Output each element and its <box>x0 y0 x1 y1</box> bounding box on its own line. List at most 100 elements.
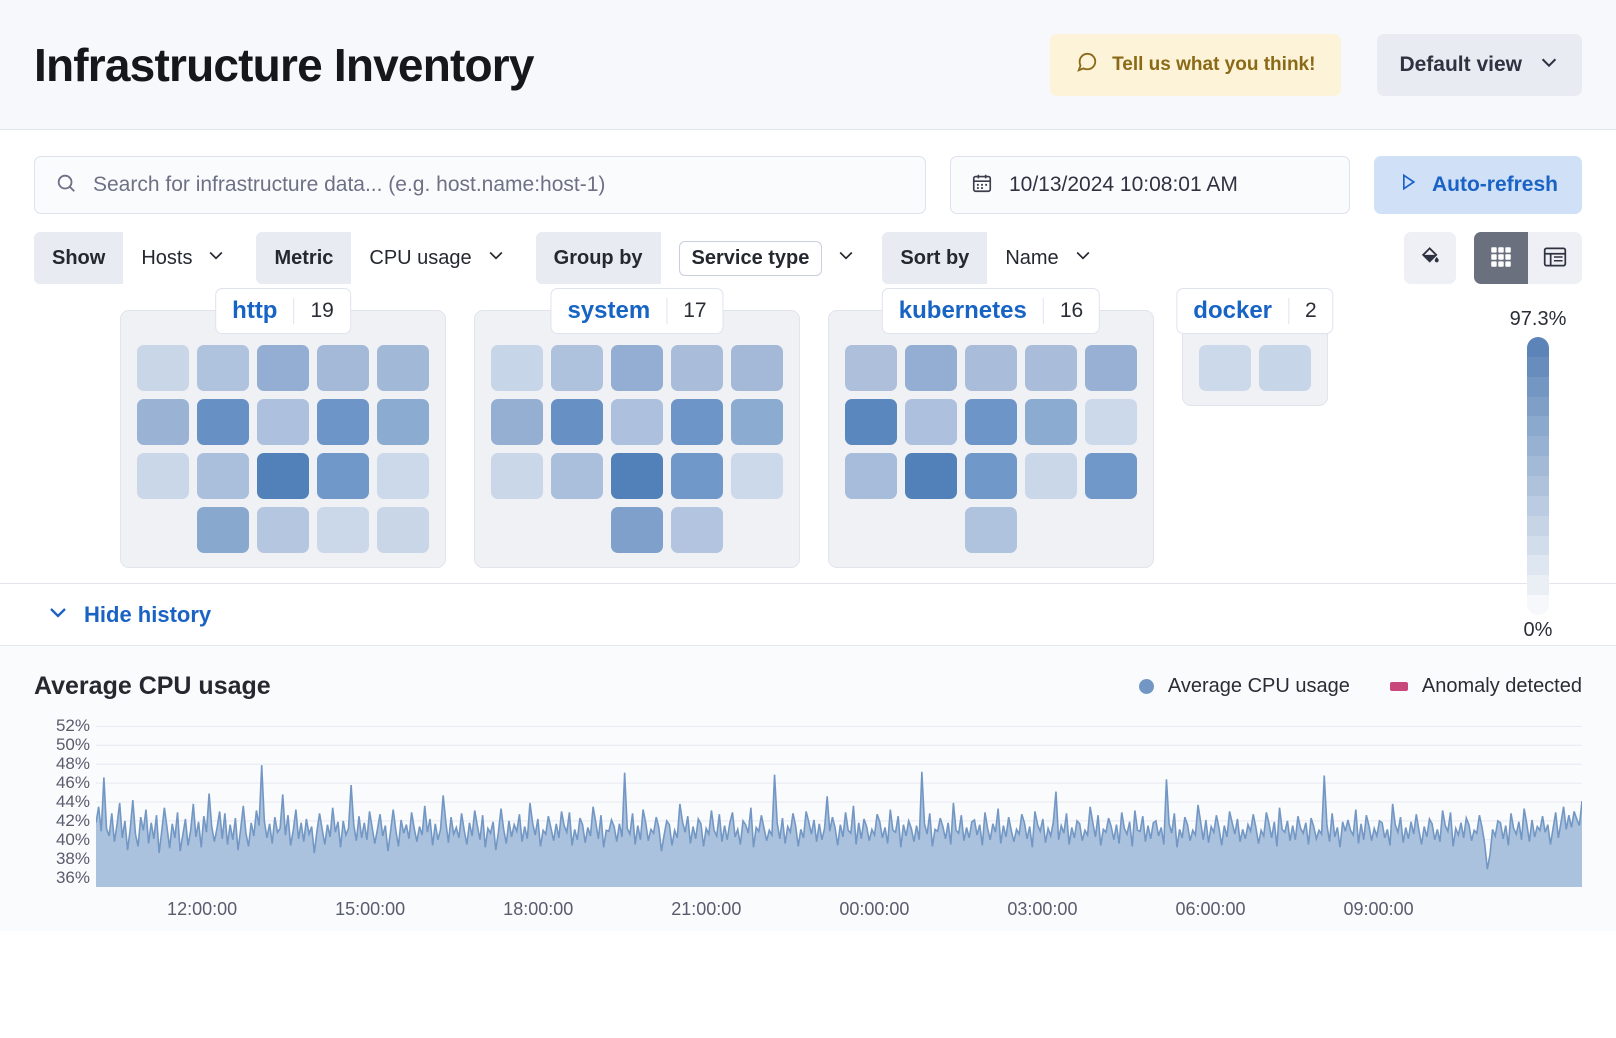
host-tile[interactable] <box>905 345 957 391</box>
auto-refresh-label: Auto-refresh <box>1431 173 1558 196</box>
host-tile[interactable] <box>845 453 897 499</box>
filter-show-value[interactable]: Hosts <box>123 232 245 284</box>
hide-history-label: Hide history <box>84 601 212 627</box>
search-input[interactable]: Search for infrastructure data... (e.g. … <box>34 156 926 214</box>
host-tile[interactable] <box>671 345 723 391</box>
host-tile[interactable] <box>257 453 309 499</box>
legend-gradient-strip <box>1527 337 1549 615</box>
host-tile[interactable] <box>845 399 897 445</box>
legend-item-anomaly-detected[interactable]: Anomaly detected <box>1389 675 1582 698</box>
host-tile[interactable] <box>377 453 429 499</box>
host-tile[interactable] <box>551 345 603 391</box>
host-tile[interactable] <box>137 345 189 391</box>
host-tile[interactable] <box>1085 453 1137 499</box>
group-tiles <box>1182 310 1328 406</box>
host-tile[interactable] <box>491 453 543 499</box>
group-name: system <box>567 297 651 324</box>
host-tile[interactable] <box>731 453 783 499</box>
auto-refresh-button[interactable]: Auto-refresh <box>1373 156 1582 214</box>
host-tile[interactable] <box>197 453 249 499</box>
host-tile[interactable] <box>905 399 957 445</box>
chevron-down-icon <box>486 245 506 271</box>
host-tile[interactable] <box>491 345 543 391</box>
filter-row: Show Hosts Metric CPU usage Group by Ser… <box>0 214 1616 284</box>
chevron-down-icon <box>1073 245 1093 271</box>
search-placeholder: Search for infrastructure data... (e.g. … <box>93 173 606 196</box>
host-tile[interactable] <box>1025 345 1077 391</box>
grid-view-button[interactable] <box>1474 232 1528 284</box>
host-tile[interactable] <box>671 453 723 499</box>
group-tiles <box>474 310 800 568</box>
host-tile[interactable] <box>377 345 429 391</box>
default-view-label: Default view <box>1399 52 1522 76</box>
host-tile[interactable] <box>197 399 249 445</box>
host-tile[interactable] <box>1259 345 1311 391</box>
feedback-button[interactable]: Tell us what you think! <box>1050 33 1342 96</box>
host-tile[interactable] <box>317 399 369 445</box>
group-count: 19 <box>310 299 334 322</box>
host-tile[interactable] <box>731 345 783 391</box>
host-tile[interactable] <box>1085 399 1137 445</box>
chart-plot-area[interactable] <box>95 717 1583 887</box>
host-tile[interactable] <box>965 399 1017 445</box>
host-tile[interactable] <box>965 453 1017 499</box>
filter-sort-by-value[interactable]: Name <box>987 232 1111 284</box>
default-view-dropdown[interactable]: Default view <box>1377 33 1582 96</box>
hide-history-toggle[interactable]: Hide history <box>0 584 1616 646</box>
host-tile[interactable] <box>317 507 369 553</box>
legend-item-average-cpu-usage[interactable]: Average CPU usage <box>1138 675 1350 698</box>
page-header: Infrastructure Inventory Tell us what yo… <box>0 0 1616 130</box>
host-tile[interactable] <box>491 399 543 445</box>
tile-row <box>845 399 1137 445</box>
y-axis-tick: 42% <box>55 810 90 830</box>
date-picker[interactable]: 10/13/2024 10:08:01 AM <box>949 156 1350 214</box>
view-tools <box>1404 232 1582 284</box>
host-tile[interactable] <box>1085 345 1137 391</box>
legend-step <box>1527 595 1549 615</box>
host-tile[interactable] <box>965 345 1017 391</box>
legend-label: Anomaly detected <box>1421 675 1582 697</box>
table-view-button[interactable] <box>1528 232 1582 284</box>
host-tile[interactable] <box>257 507 309 553</box>
host-tile[interactable] <box>317 345 369 391</box>
filter-group-by-pill[interactable]: Service type <box>678 240 823 276</box>
host-tile[interactable] <box>611 453 663 499</box>
host-tile[interactable] <box>905 453 957 499</box>
host-tile[interactable] <box>1199 345 1251 391</box>
host-tile[interactable] <box>137 399 189 445</box>
host-tile[interactable] <box>671 399 723 445</box>
filter-metric: Metric CPU usage <box>256 232 524 284</box>
host-tile[interactable] <box>317 453 369 499</box>
host-tile[interactable] <box>377 399 429 445</box>
host-tile[interactable] <box>611 399 663 445</box>
filter-metric-value[interactable]: CPU usage <box>351 232 524 284</box>
filter-group-by: Group by Service type <box>535 232 871 284</box>
host-tile[interactable] <box>611 345 663 391</box>
host-tile[interactable] <box>671 507 723 553</box>
tile-row <box>845 345 1137 391</box>
paint-fill-icon-button[interactable] <box>1404 232 1456 284</box>
host-tile[interactable] <box>965 507 1017 553</box>
host-tile[interactable] <box>257 345 309 391</box>
host-tile[interactable] <box>551 453 603 499</box>
filter-sort-by-value-text: Name <box>1005 246 1059 269</box>
host-tile[interactable] <box>551 399 603 445</box>
host-tile[interactable] <box>1025 453 1077 499</box>
host-tile[interactable] <box>845 345 897 391</box>
host-tile[interactable] <box>137 453 189 499</box>
filter-group-by-value[interactable]: Service type <box>660 232 871 284</box>
host-tile[interactable] <box>377 507 429 553</box>
host-tile[interactable] <box>197 345 249 391</box>
host-tile[interactable] <box>257 399 309 445</box>
host-tile[interactable] <box>197 507 249 553</box>
search-row: Search for infrastructure data... (e.g. … <box>0 130 1616 214</box>
host-tile[interactable] <box>1025 399 1077 445</box>
host-tile[interactable] <box>731 399 783 445</box>
host-tile[interactable] <box>611 507 663 553</box>
